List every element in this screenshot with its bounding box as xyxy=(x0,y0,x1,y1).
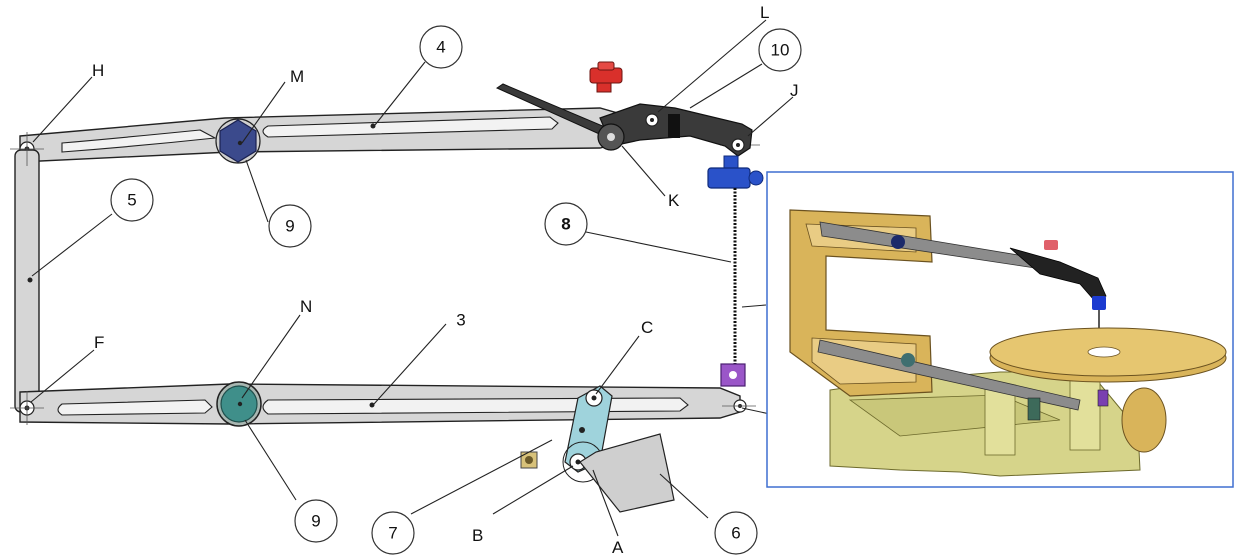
rear-link xyxy=(14,149,40,413)
blade-clamp-icon xyxy=(707,155,764,189)
label-J: J xyxy=(790,81,799,100)
svg-text:10: 10 xyxy=(771,41,790,60)
part-bubble-9-top: 9 xyxy=(268,204,312,248)
svg-text:3: 3 xyxy=(456,311,465,330)
inset-3d-view xyxy=(766,171,1234,488)
part-bubble-9-bottom: 9 xyxy=(294,499,338,543)
pivot-bolt-icon xyxy=(219,119,257,163)
lower-blade-clamp xyxy=(720,363,746,387)
lower-arm xyxy=(19,383,747,425)
pivot-bolt-top xyxy=(215,118,261,164)
label-B: B xyxy=(472,526,483,545)
svg-text:7: 7 xyxy=(388,524,397,543)
part-bubble-8: 8 xyxy=(544,202,588,246)
svg-text:9: 9 xyxy=(311,512,320,531)
label-A: A xyxy=(612,538,624,555)
leader-lines xyxy=(30,19,799,537)
part-bubble-5: 5 xyxy=(110,178,154,222)
label-C: C xyxy=(641,318,653,337)
point-labels: H M L J K N C F D B A xyxy=(92,3,812,555)
svg-text:8: 8 xyxy=(561,215,570,234)
svg-text:4: 4 xyxy=(436,38,445,57)
square-nut xyxy=(520,451,538,469)
svg-text:6: 6 xyxy=(731,524,740,543)
part-bubble-7: 7 xyxy=(371,511,415,555)
label-F: F xyxy=(94,333,104,352)
upper-arm xyxy=(19,107,636,163)
label-M: M xyxy=(290,67,304,86)
svg-text:9: 9 xyxy=(285,217,294,236)
label-K: K xyxy=(668,191,680,210)
part-bubble-10: 10 xyxy=(758,28,802,72)
label-H: H xyxy=(92,61,104,80)
pivot-bolt-bottom xyxy=(216,381,262,427)
label-N: N xyxy=(300,297,312,316)
svg-text:5: 5 xyxy=(127,191,136,210)
tension-mechanism xyxy=(495,61,753,157)
part-number-3: 3 xyxy=(456,311,465,330)
tension-knob-icon xyxy=(589,61,623,93)
part-bubble-4: 4 xyxy=(419,25,463,69)
part-bubble-6: 6 xyxy=(714,511,758,555)
label-L: L xyxy=(760,3,769,22)
drive-sector xyxy=(579,433,675,513)
